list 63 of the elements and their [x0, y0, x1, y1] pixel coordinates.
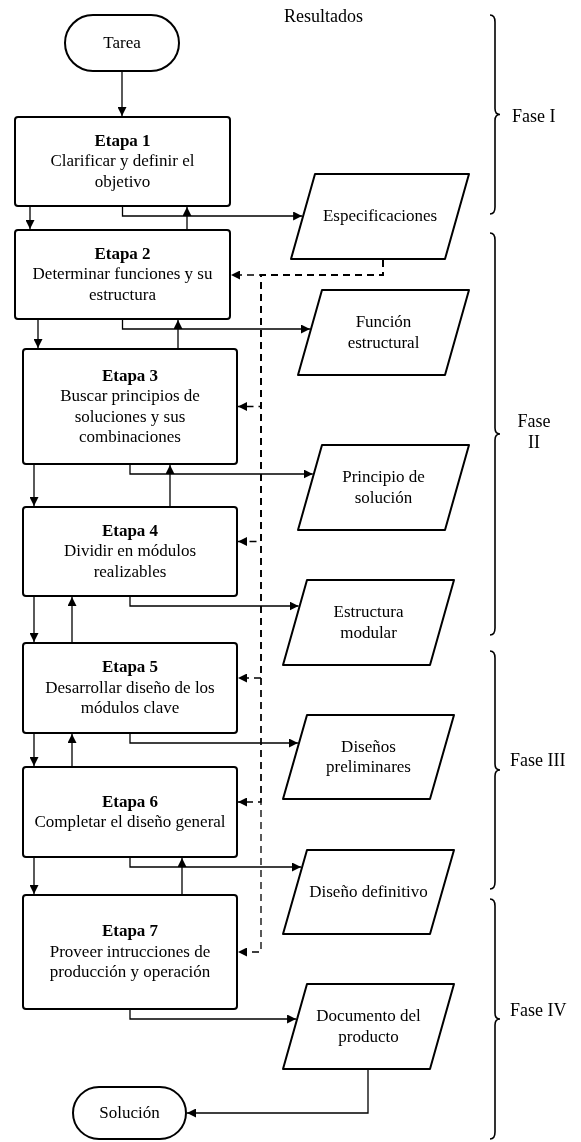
node-text: Documento del producto	[315, 1006, 422, 1047]
process-box	[22, 642, 238, 734]
node-text: Tarea	[103, 32, 141, 54]
arrow	[129, 857, 302, 872]
arrow	[186, 1069, 369, 1118]
data-parallelogram	[282, 579, 455, 666]
data-parallelogram	[282, 849, 455, 935]
arrow	[177, 857, 187, 895]
arrow	[29, 464, 39, 507]
phase-label: Fase IV	[510, 1000, 567, 1021]
node-text: Buscar principios de soluciones y sus combinaciones	[59, 386, 201, 448]
arrow	[29, 596, 39, 643]
node-text: Principio de solución	[341, 467, 426, 508]
step-heading: Etapa 1	[94, 130, 151, 152]
node-text: Clarificar y definir el objetivo	[49, 151, 196, 193]
arrow	[25, 206, 35, 230]
node-text: Especificaciones	[322, 206, 438, 227]
column-heading: Resultados	[284, 6, 363, 27]
node-text: Determinar funciones y su estructura	[31, 264, 214, 306]
process-box	[14, 229, 231, 320]
process-box	[22, 506, 238, 597]
arrow	[67, 596, 77, 643]
arrow	[165, 464, 175, 507]
arrow	[129, 596, 300, 611]
arrow	[121, 319, 311, 334]
node-text: Diseño definitivo	[309, 881, 428, 903]
arrow	[129, 733, 299, 748]
arrow	[29, 733, 39, 767]
data-parallelogram	[282, 983, 455, 1070]
step-heading: Etapa 3	[101, 365, 159, 387]
arrow	[121, 206, 303, 221]
process-box	[22, 894, 238, 1010]
step-heading: Etapa 5	[101, 657, 159, 678]
arrow	[33, 319, 43, 349]
node-text: Dividir en módulos realizables	[62, 541, 198, 583]
step-heading: Etapa 2	[94, 243, 151, 265]
data-parallelogram	[282, 714, 455, 800]
process-box	[22, 348, 238, 465]
arrow	[129, 464, 314, 479]
arrow	[29, 857, 39, 895]
node-text: Completar el diseño general	[34, 812, 226, 833]
data-parallelogram	[290, 173, 470, 260]
data-parallelogram	[297, 444, 470, 531]
arrow	[129, 1009, 297, 1024]
step-heading: Etapa 7	[101, 921, 159, 942]
node-text: Solución	[99, 1102, 160, 1124]
phase-label: Fase III	[510, 750, 566, 771]
node-text: Proveer intrucciones de producción y operación	[48, 941, 212, 983]
data-parallelogram	[297, 289, 470, 376]
phase-label: Fase II	[516, 411, 552, 453]
step-heading: Etapa 4	[101, 520, 159, 542]
node-text: Diseños preliminares	[325, 736, 412, 778]
step-heading: Etapa 6	[101, 791, 159, 812]
arrow	[182, 206, 192, 230]
arrow	[117, 71, 127, 117]
arrow	[67, 733, 77, 767]
node-text: Desarrollar diseño de los módulos clave	[44, 677, 216, 719]
process-box	[22, 766, 238, 858]
node-text: Función estructural	[346, 312, 421, 353]
node-text: Estructura modular	[332, 602, 405, 643]
phase-label: Fase I	[512, 106, 556, 127]
process-box	[14, 116, 231, 207]
arrow	[173, 319, 183, 349]
